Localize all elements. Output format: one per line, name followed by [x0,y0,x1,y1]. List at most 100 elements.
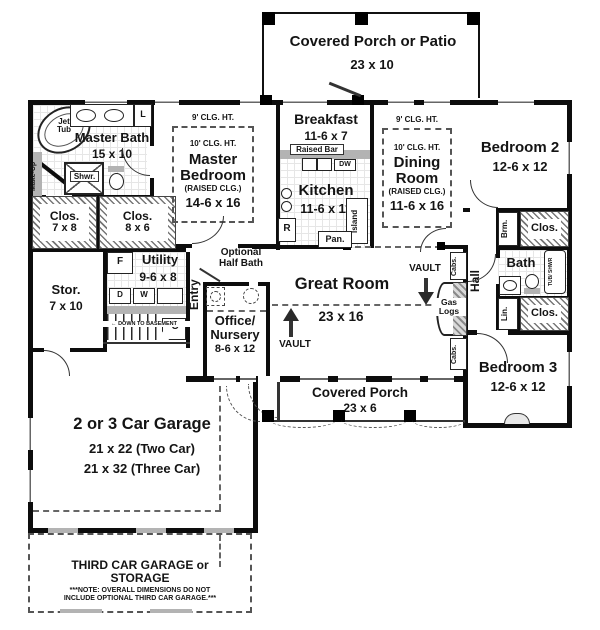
linen-hall-label: Lin. [500,306,509,322]
washer [133,288,155,304]
toilet-tank [524,288,540,294]
sink [76,109,96,122]
range-label: R [283,223,291,234]
porch-pillar [262,12,275,25]
broom-closet [498,212,518,246]
garage-door-opening [204,528,234,533]
linen-closet [498,298,518,330]
wall-bedroom2-south-1 [463,208,470,212]
wall-storage-south-1 [28,348,44,352]
breakfast-label: Breakfast [294,111,358,127]
wall-garage-right [253,381,258,533]
wall-bath-south [496,296,572,300]
kitchen-sink [302,158,332,171]
porch-arch [341,412,407,428]
toilet-tank [108,166,124,172]
porch-pillar [467,12,480,25]
window [28,418,33,450]
bath-label: Bath [506,255,536,270]
wall-stairs-bottom [103,342,190,344]
greatroom-label: Great Room [294,275,390,293]
makeup-counter [33,152,42,196]
porch-arch [412,412,466,428]
window [300,376,328,382]
garage-three-car: 21 x 32 (Three Car) [83,461,201,476]
wall-office-west [203,282,207,376]
window [28,470,33,502]
dishwasher [334,159,356,171]
window [240,376,256,382]
wall-bedroom3-north-1 [463,330,477,335]
garage-option-line-h [33,510,221,512]
bedroom2-label: Bedroom 2 [480,139,560,156]
window [283,100,327,105]
window [498,100,534,105]
pantry [318,231,352,248]
halfbath-toilet [243,288,259,304]
wall-bedroom2-south-2 [498,208,572,212]
storage-label: Stor. [51,282,81,297]
wall-greatroom-east [463,245,468,428]
window [567,352,572,386]
window [392,376,420,382]
window [214,376,236,382]
porch-arch [270,412,336,428]
greatroom-cased-opening [345,246,441,248]
tub-shower-label: TUB/ SHWR [548,257,554,287]
wall-kitchen-west [276,100,280,250]
entry-label: Entry [187,279,201,311]
door-arc [468,254,496,282]
cabs-label-2: Cabs. [451,344,458,364]
basement-stairs-label-band: ← DOWN TO BASEMENT [96,321,192,327]
cabinet-lower [450,338,467,370]
top-porch-dims: 23 x 10 [350,57,394,72]
wall-brm-divider [518,210,521,246]
tub-shower [544,250,566,294]
vault-arrow-down-stem [424,278,428,292]
garage-label: 2 or 3 Car Garage [73,415,211,433]
toilet [525,274,539,289]
vault-arrow-up-stem [289,321,293,337]
washer-label: W [140,290,148,299]
hall-closet: Clos. [520,211,569,247]
door-arc [420,228,446,252]
wall-masterbath-south-1 [28,195,46,199]
shower-label: Shwr. [70,171,99,182]
closet-8x6: Clos. 8 x 6 [99,196,176,249]
wall-left [28,100,33,533]
bath-sink [503,280,517,291]
pantry-label: Pan. [325,234,345,244]
master-bath-label: Master Bath [74,130,150,145]
wall-mid-horizontal [28,248,186,252]
wall-kitchen-east [370,100,374,248]
wall-entry-west [186,252,190,348]
broom-label: Brm. [500,219,509,239]
dryer-label: D [117,290,123,299]
wall-storage-south-2 [70,348,107,352]
bedroom3-label: Bedroom 3 [478,359,558,376]
door-arc [470,180,498,208]
garage-door-opening [48,528,78,533]
freezer-label: F [116,256,124,267]
down-arrow-icon: ← [111,321,117,327]
garage-option-line-v [219,386,221,510]
top-porch-outline [262,12,480,98]
cabinet-upper [450,252,467,280]
cooktop-burner [281,188,292,199]
wall-office-north-2 [258,282,270,286]
makeup-label: Make-Up [30,161,37,191]
window [338,376,366,382]
linen-label: L [140,109,146,119]
top-porch-label: Covered Porch or Patio [289,33,457,50]
window [240,100,262,105]
window [428,376,454,382]
halfbath-divider [207,310,266,312]
breakfast-dims: 11-6 x 7 [304,129,348,143]
office-label: Office/ Nursery 8-6 x 12 [210,313,260,356]
utility-counter [157,288,183,304]
garage-door-opening [136,528,166,533]
